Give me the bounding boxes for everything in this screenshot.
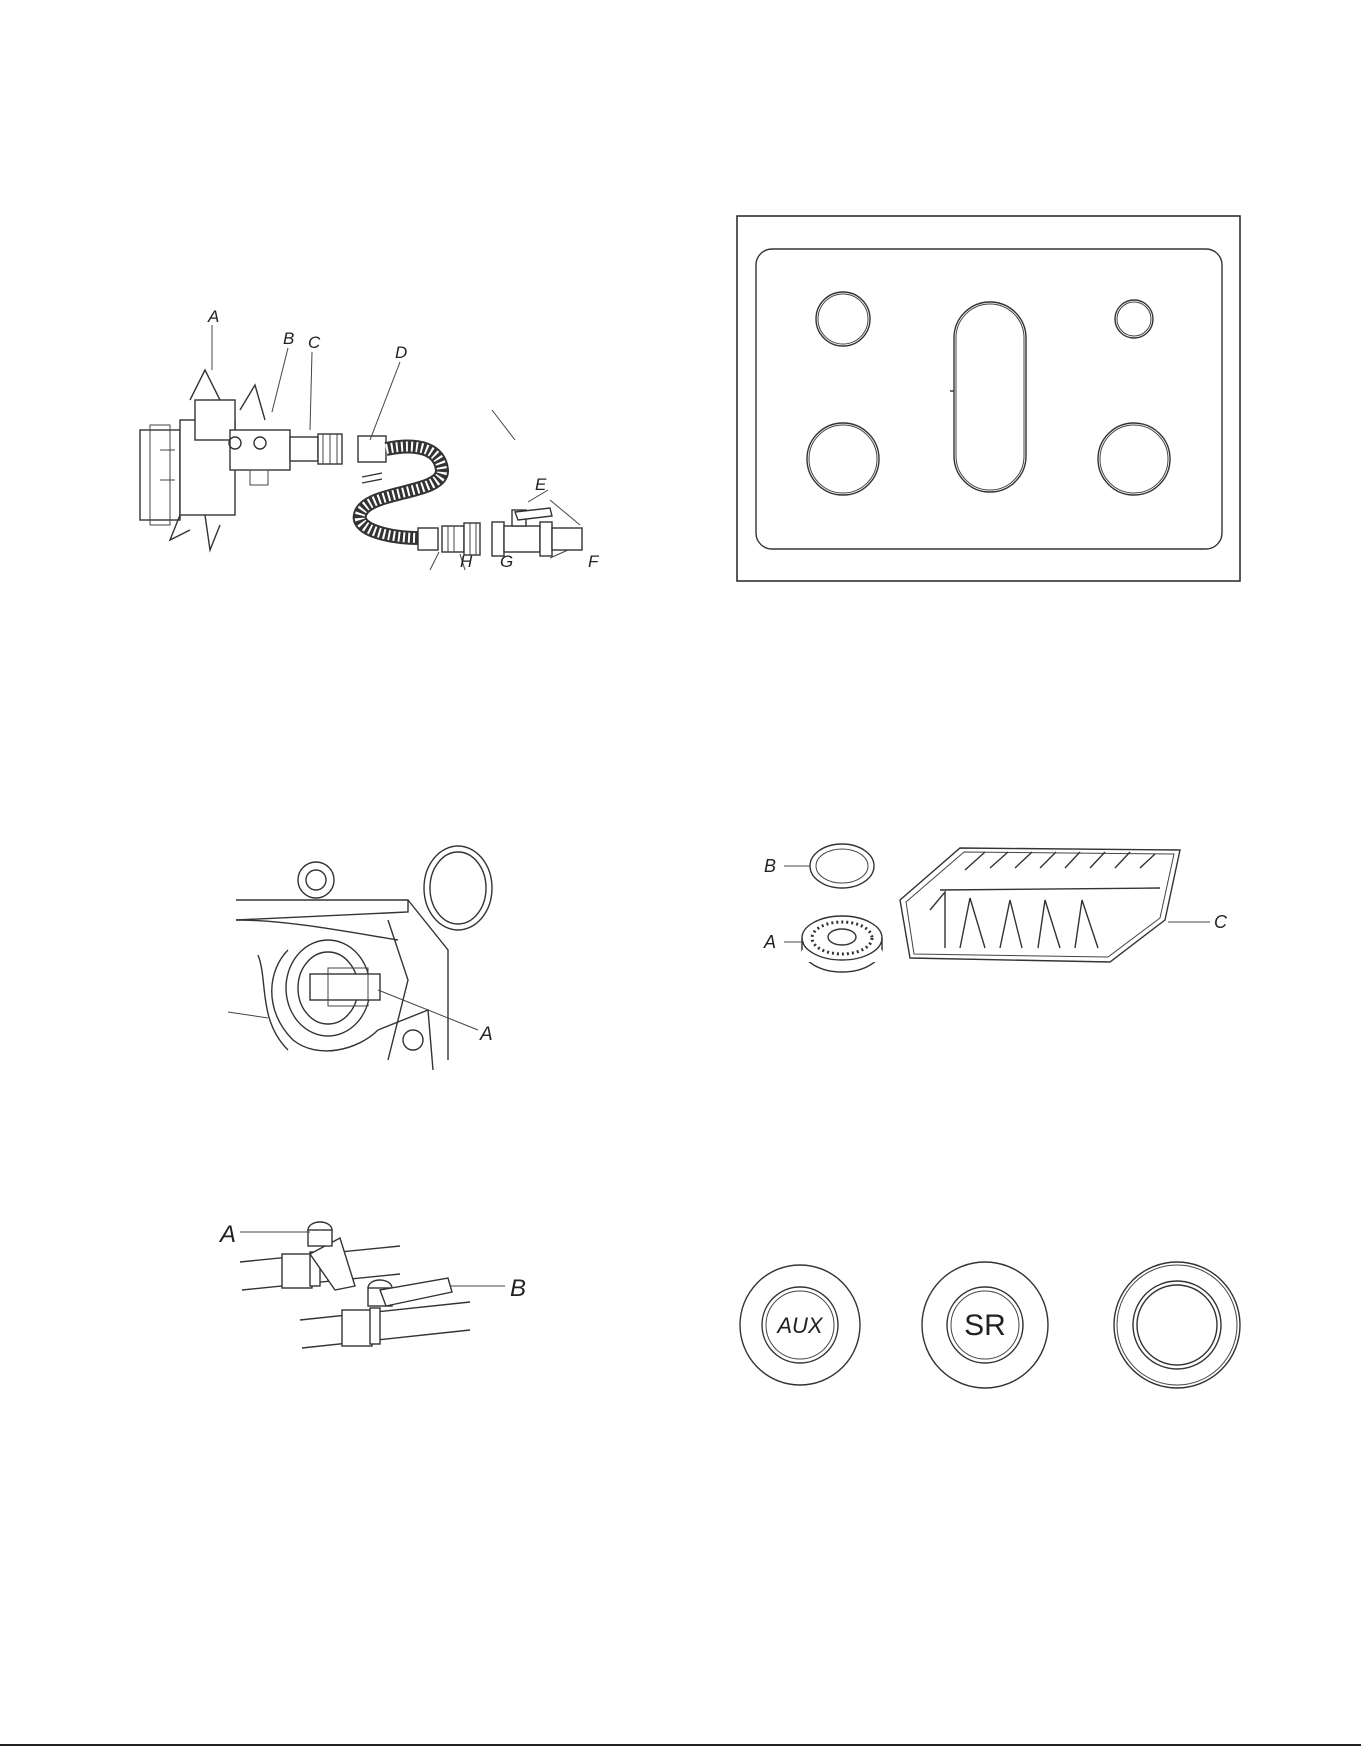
plain-burner-cap (1114, 1262, 1240, 1388)
label-a: A (207, 307, 219, 326)
burner-base (802, 916, 882, 972)
label-c: C (1214, 912, 1228, 932)
label-e: E (535, 475, 547, 494)
aux-burner-cap: AUX (740, 1265, 860, 1385)
label-b: B (764, 856, 776, 876)
valve-figure: A B (220, 1210, 550, 1350)
label-b: B (283, 329, 294, 348)
burner-caps-figure: AUX SR (740, 1260, 1240, 1390)
label-h: H (460, 552, 473, 571)
pipe-fittings (418, 523, 480, 555)
valve-handle-b (380, 1278, 452, 1306)
label-a: A (763, 932, 776, 952)
cooktop-grate (900, 848, 1180, 962)
gas-connection-figure: A B C D E F G H (120, 330, 640, 580)
label-c: C (308, 333, 321, 352)
flare-fitting (290, 434, 386, 464)
pressure-regulator (140, 370, 290, 550)
sr-label: SR (964, 1309, 1006, 1342)
label-d: D (395, 343, 407, 362)
aux-label: AUX (775, 1313, 824, 1338)
burner-grate-figure: B A C (760, 840, 1260, 1000)
label-f: F (588, 552, 600, 571)
cooktop-layout-figure (736, 215, 1242, 583)
label-g: G (500, 552, 513, 571)
igniter-figure: A (228, 860, 528, 1070)
burner-cap (810, 844, 874, 888)
label-a: A (479, 1024, 493, 1045)
footer-rule (0, 1744, 1361, 1746)
label-b: B (510, 1275, 526, 1302)
figure-frame (737, 216, 1240, 581)
igniter-electrode (310, 974, 380, 1000)
label-a: A (218, 1221, 236, 1248)
sr-burner-cap: SR (922, 1262, 1048, 1388)
